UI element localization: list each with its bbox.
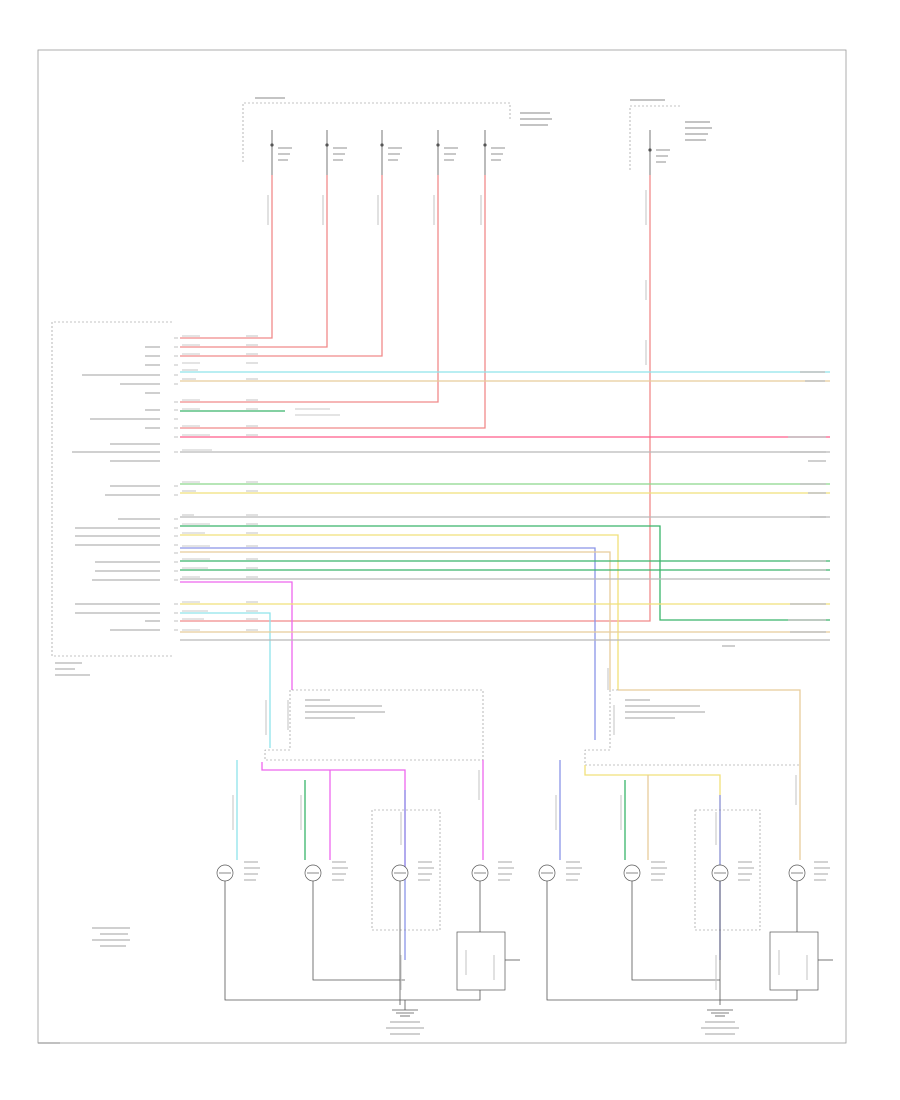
bulb-icon [471, 864, 489, 882]
wire-code-marks [182, 190, 808, 990]
fuse-icon [648, 130, 652, 175]
bulb-icon [216, 864, 234, 882]
diagram-frame [37, 49, 847, 1044]
left-headlamp-assembly [216, 689, 520, 1035]
ground-icon [392, 1009, 418, 1017]
fuse-icon [325, 130, 329, 175]
bus-wires [180, 371, 830, 740]
fuse-block-outline [242, 102, 511, 162]
fuse-icon [270, 130, 274, 175]
bulb-icon [788, 864, 806, 882]
bulb-icon [304, 864, 322, 882]
ground-icon [707, 1009, 733, 1017]
fuse-symbols [270, 130, 652, 175]
pin-number-marks [174, 337, 178, 631]
left-assembly-dashed-frame [264, 689, 484, 761]
right-headlamp-assembly [538, 689, 833, 1035]
bulb-icon [391, 864, 409, 882]
right-edge-marks [722, 371, 826, 647]
fuse-icon [436, 130, 440, 175]
module-label-marks [55, 346, 160, 676]
bulb-icon [538, 864, 556, 882]
fuse-label-marks [255, 97, 712, 163]
fuse-icon [483, 130, 487, 175]
bulb-icon [623, 864, 641, 882]
bulb-icon [711, 864, 729, 882]
legend-marks [92, 927, 130, 947]
body-control-module-outline [51, 321, 172, 657]
fuse-icon [380, 130, 384, 175]
fuse-feed-wires [180, 175, 651, 622]
fuse-block-outline-right [629, 105, 680, 170]
